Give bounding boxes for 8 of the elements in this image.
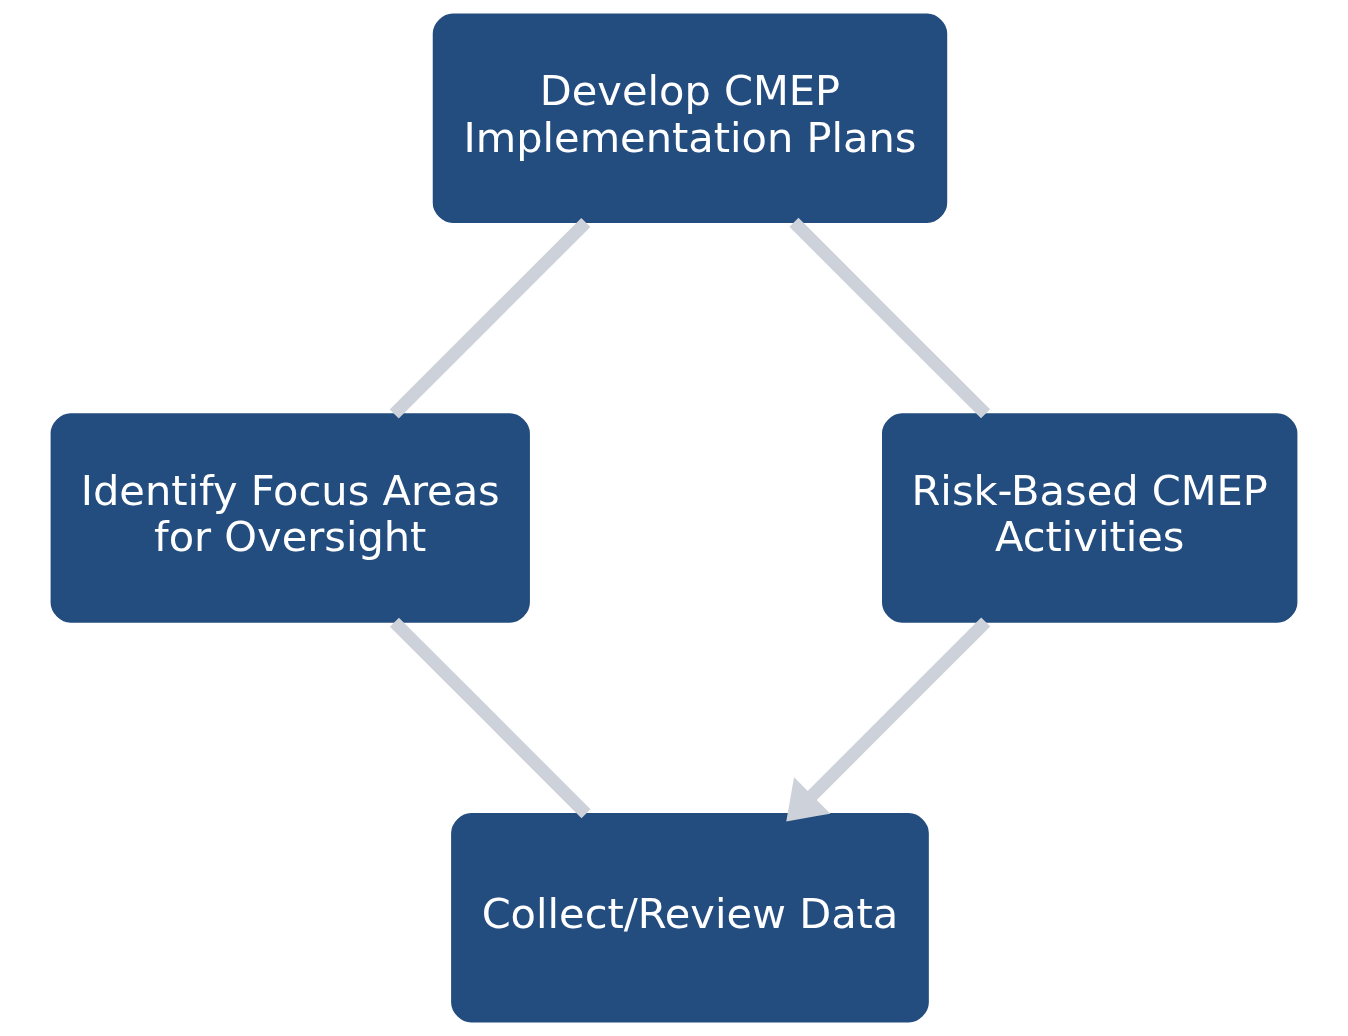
node-box: Collect/Review Data bbox=[451, 813, 929, 1023]
connector bbox=[789, 217, 991, 419]
arrow bbox=[786, 617, 991, 822]
node-box: Identify Focus Areas for Oversight bbox=[50, 413, 530, 623]
connector bbox=[389, 217, 591, 419]
node-box: Risk-Based CMEP Activities bbox=[882, 413, 1298, 623]
connector bbox=[389, 617, 591, 819]
node-box: Develop CMEP Implementation Plans bbox=[432, 13, 948, 223]
